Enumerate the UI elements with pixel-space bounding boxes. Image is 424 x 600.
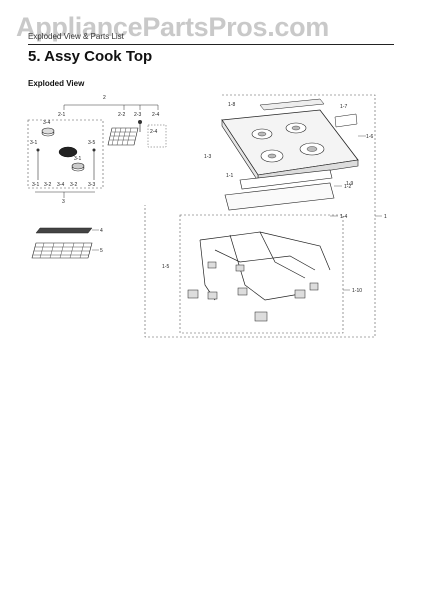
document-header: Exploded View & Parts List (28, 32, 124, 41)
cooktop-assembly-box (144, 94, 376, 338)
label-2-2: 2-2 (118, 112, 125, 118)
label-2-3: 2-3 (134, 112, 141, 118)
label-1-6: 1-6 (366, 134, 373, 140)
label-3-3-bottom: 3-3 (88, 182, 95, 188)
gas-manifold (199, 231, 331, 301)
manifold-bracket (224, 182, 335, 211)
label-1-9: 1-9 (346, 181, 353, 187)
label-3-1-bottom: 3-1 (32, 182, 39, 188)
cooktop-panel (221, 109, 359, 183)
label-5: 5 (100, 248, 103, 254)
label-2-4: 2-4 (152, 112, 159, 118)
label-3-4-bottom: 3-4 (57, 182, 64, 188)
griddle-plate (35, 227, 93, 234)
label-3-1-mid: 3-1 (74, 156, 81, 162)
label-1: 1 (384, 214, 387, 220)
burner-cap-group-box (27, 119, 104, 189)
label-1-1: 1-1 (226, 173, 233, 179)
burner-cap-oval (58, 146, 78, 158)
label-1-2: 1-2 (344, 184, 351, 190)
section-title: 5. Assy Cook Top (28, 48, 153, 65)
label-3: 3 (62, 199, 65, 205)
label-3-2-bottom: 3-2 (44, 182, 51, 188)
label-2-1: 2-1 (58, 112, 65, 118)
label-1-5: 1-5 (162, 264, 169, 270)
label-3-5-top: 3-5 (88, 140, 95, 146)
grate-large (31, 242, 93, 259)
label-1-4: 1-4 (340, 214, 347, 220)
header-divider (28, 44, 394, 45)
grate-small (107, 127, 139, 146)
label-1-3: 1-3 (204, 154, 211, 160)
front-bracket (239, 169, 333, 190)
label-4: 4 (100, 228, 103, 234)
label-2-4-inner: 2-4 (150, 129, 157, 135)
hinge-bracket (334, 113, 358, 128)
valve-assembly-box (179, 214, 344, 334)
label-1-7: 1-7 (340, 104, 347, 110)
back-trim (259, 98, 325, 111)
label-1-10: 1-10 (352, 288, 362, 294)
label-1-8: 1-8 (228, 102, 235, 108)
knob-group-box (147, 124, 167, 148)
watermark-logo: AppliancePartsPros.com (16, 12, 330, 42)
label-2: 2 (103, 95, 106, 101)
label-3-2b-bottom: 3-2 (70, 182, 77, 188)
exploded-view-heading: Exploded View (28, 79, 85, 88)
label-3-4-top: 3-4 (43, 120, 50, 126)
burner-valves (187, 261, 319, 322)
label-3-1-top: 3-1 (30, 140, 37, 146)
